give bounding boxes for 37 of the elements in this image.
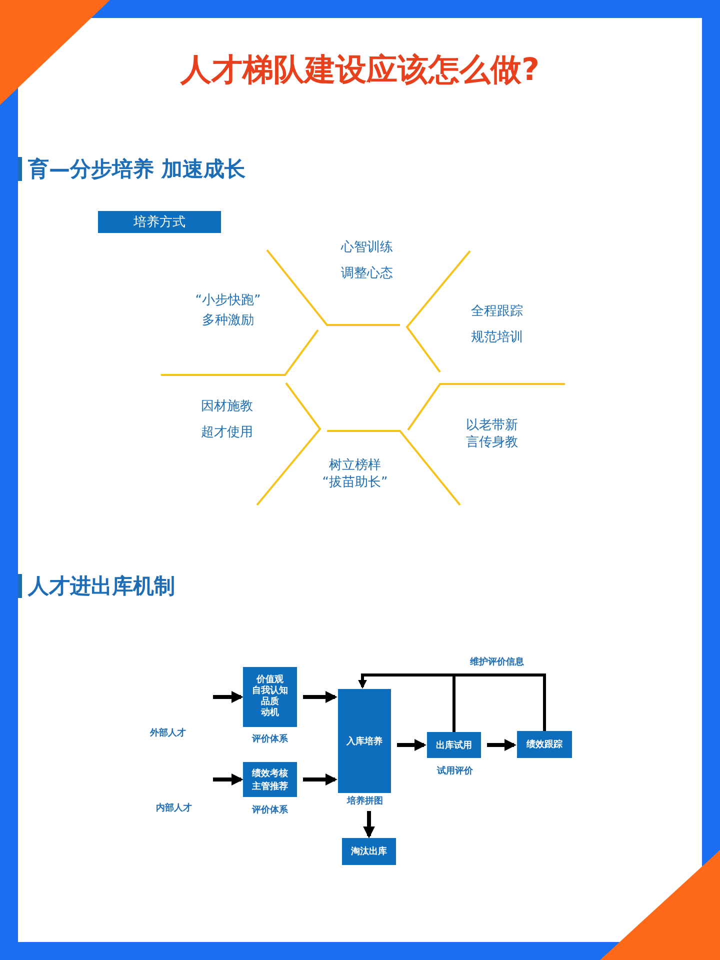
- text: 因材施教: [201, 398, 253, 415]
- process-box: 绩效跟踪: [517, 731, 572, 758]
- feedback-arrow: [358, 674, 546, 734]
- arrow: [303, 774, 338, 786]
- process-box: 入库培养: [338, 689, 391, 793]
- arrow: [487, 739, 516, 751]
- text: 树立榜样: [329, 457, 381, 474]
- process-box: 绩效考核 主管推荐: [243, 762, 297, 797]
- text: 言传身教: [466, 434, 518, 451]
- arrow: [363, 811, 375, 838]
- arrow: [213, 774, 244, 786]
- text: 多种激励: [202, 312, 254, 329]
- arrow: [397, 739, 426, 751]
- text: 内部人才: [156, 802, 192, 814]
- edge-label: 维护评价信息: [468, 656, 526, 668]
- arrow: [303, 691, 338, 703]
- text: “小步快跑”: [195, 292, 261, 309]
- section-heading: 人才进出库机制: [28, 573, 175, 600]
- text: “拔苗助长”: [322, 474, 388, 491]
- process-box: 出库试用: [427, 732, 481, 758]
- text: 规范培训: [471, 329, 523, 346]
- section-heading: 育—分步培养 加速成长: [28, 156, 246, 183]
- node-label: 培养拼图: [347, 794, 383, 808]
- node-label: 评价体系: [252, 804, 288, 816]
- text: 以老带新: [466, 417, 518, 434]
- node-label: 评价体系: [252, 732, 288, 746]
- tag-box: 培养方式: [98, 211, 221, 233]
- text: 外部人才: [150, 726, 186, 740]
- text: 调整心态: [341, 265, 393, 282]
- process-box: 淘汰出库: [342, 838, 396, 865]
- arrow: [213, 691, 244, 703]
- text: 全程跟踪: [471, 303, 523, 320]
- title: 人才梯队建设应该怎么做?: [180, 51, 540, 90]
- node-label: 试用评价: [437, 764, 473, 778]
- text: 心智训练: [341, 239, 393, 256]
- process-box: 价值观 自我认知 品质 动机: [243, 667, 297, 727]
- text: 超才使用: [201, 424, 253, 441]
